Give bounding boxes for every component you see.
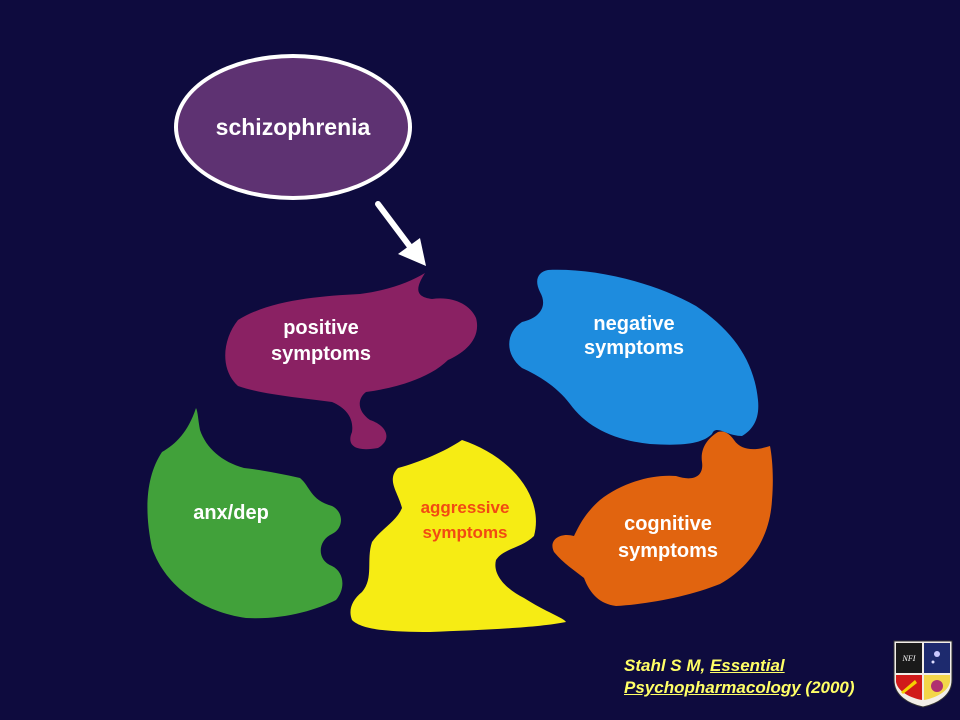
citation-line2: Psychopharmacology (2000) xyxy=(624,677,886,699)
puzzle-piece-positive: positive symptoms xyxy=(225,273,478,450)
arrow-icon xyxy=(375,201,426,266)
nfi-shield-logo: NFI xyxy=(893,640,953,708)
citation-author: Stahl S M, xyxy=(624,656,706,675)
schizophrenia-node: schizophrenia xyxy=(174,54,412,200)
schizophrenia-label: schizophrenia xyxy=(216,114,371,140)
negative-line1: negative xyxy=(593,313,674,335)
positive-line1: positive xyxy=(283,317,359,339)
citation-title-part2: Psychopharmacology xyxy=(624,678,801,697)
cognitive-line2: symptoms xyxy=(618,540,718,562)
logo-text: NFI xyxy=(902,654,916,663)
citation-line1: Stahl S M, Essential xyxy=(624,655,886,677)
negative-line2: symptoms xyxy=(584,337,684,359)
citation-year: (2000) xyxy=(805,678,855,697)
schizophrenia-ellipse xyxy=(178,58,408,196)
aggressive-line1: aggressive xyxy=(421,498,510,517)
anxdep-piece-shape xyxy=(147,408,343,619)
puzzle-piece-anxdep: anx/dep xyxy=(147,408,343,619)
citation-title-part1: Essential xyxy=(709,656,785,675)
cognitive-line1: cognitive xyxy=(624,513,712,535)
positive-line2: symptoms xyxy=(271,343,371,365)
citation: Stahl S M, Essential Psychopharmacology … xyxy=(624,655,886,699)
cognitive-piece-shape xyxy=(552,431,773,606)
puzzle-piece-aggressive: aggressive symptoms xyxy=(350,440,566,632)
aggressive-piece-shape xyxy=(350,440,566,632)
puzzle-piece-negative: negative symptoms xyxy=(509,269,759,445)
aggressive-line2: symptoms xyxy=(422,523,507,542)
puzzle-piece-cognitive: cognitive symptoms xyxy=(552,431,773,606)
positive-piece-shape xyxy=(225,273,478,450)
anxdep-label: anx/dep xyxy=(193,502,269,524)
negative-piece-shape xyxy=(509,269,759,445)
